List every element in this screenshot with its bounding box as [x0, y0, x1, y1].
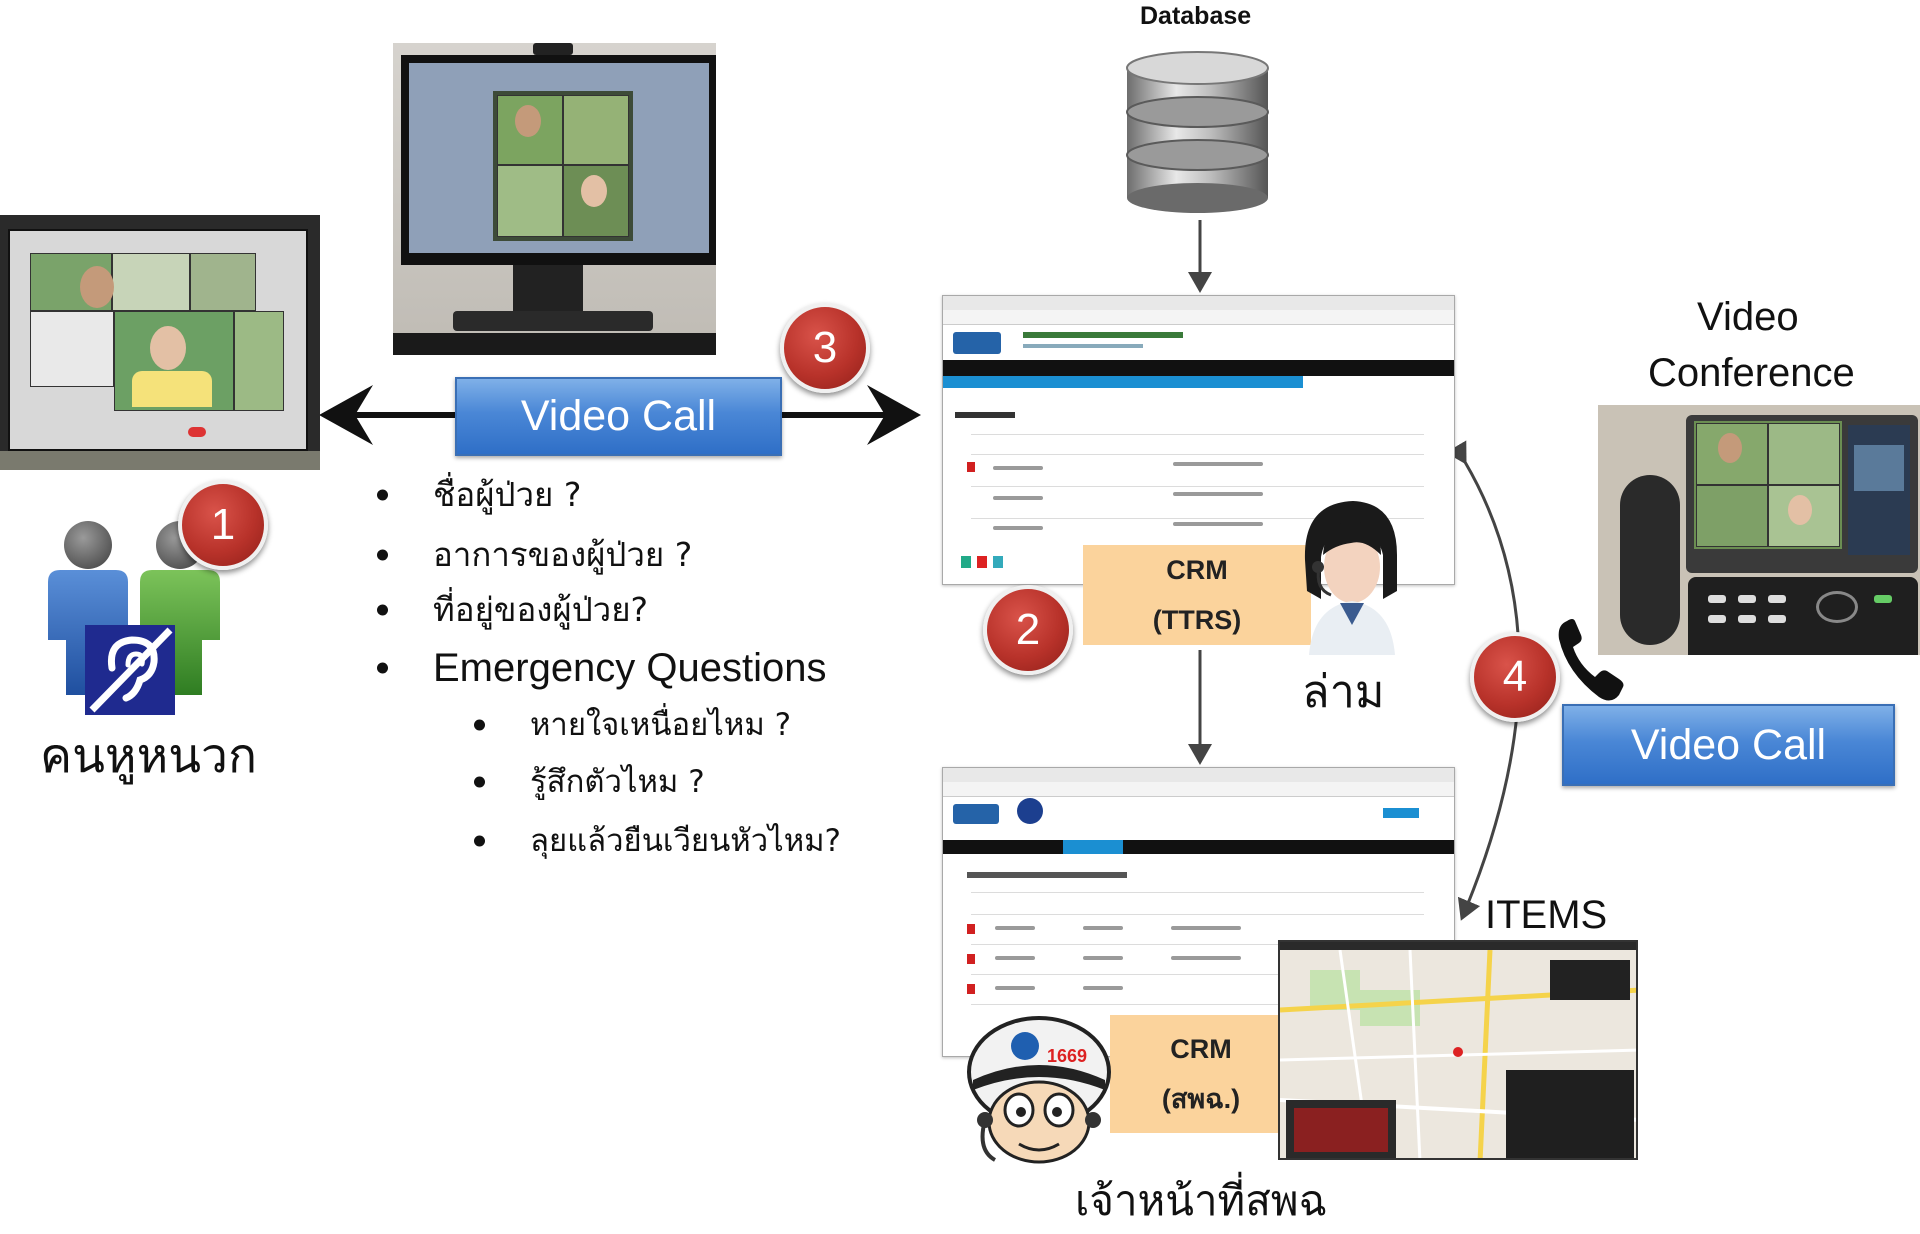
question-text: ที่อยู่ของผู้ป่วย?: [433, 590, 649, 629]
video-call-button-left: Video Call: [455, 377, 782, 456]
crm-nemsi-line1: CRM: [1170, 1034, 1232, 1064]
bullet-icon: [474, 776, 485, 788]
question-item: อาการของผู้ป่วย ?: [377, 530, 797, 580]
sub-question-text: หายใจเหนื่อยไหม ?: [530, 707, 792, 743]
bullet-icon: [474, 719, 485, 731]
sub-question-item: รู้สึกตัวไหม ?: [474, 757, 874, 807]
video-call-button-right: Video Call: [1562, 704, 1895, 786]
officer-label: เจ้าหน้าที่สพฉ: [1075, 1176, 1328, 1225]
sub-question-item: หายใจเหนื่อยไหม ?: [474, 700, 874, 750]
bullet-icon: [377, 489, 388, 501]
step-4-badge: 4: [1470, 632, 1560, 722]
monitor-video-call-photo: [393, 43, 716, 355]
question-text: ชื่อผู้ป่วย ?: [433, 475, 582, 514]
question-item: ที่อยู่ของผู้ป่วย?: [377, 585, 797, 635]
deaf-user-icon: [40, 520, 230, 715]
question-text: Emergency Questions: [433, 646, 827, 690]
bullet-icon: [377, 549, 388, 561]
officer-badge-text: 1669: [1047, 1046, 1087, 1066]
bullet-icon: [474, 835, 485, 847]
sub-question-item: ลุยแล้วยืนเวียนหัวไหม?: [474, 816, 874, 866]
step-2-badge: 2: [983, 585, 1073, 675]
crm-ttrs-box: CRM (TTRS): [1083, 545, 1311, 645]
database-icon: [1125, 50, 1270, 215]
question-item: ชื่อผู้ป่วย ?: [377, 470, 797, 520]
phone-handset-icon: [1553, 615, 1625, 705]
crm-nemsi-line2: (สพฉ.): [1161, 1084, 1241, 1114]
video-conference-label-line2: Conference: [1648, 351, 1855, 395]
items-label: ITEMS: [1485, 893, 1608, 937]
step-3-badge: 3: [780, 303, 870, 393]
officer-mascot-icon: 1669: [955, 1010, 1123, 1170]
video-conference-phone-photo: [1598, 405, 1920, 655]
bullet-icon: [377, 604, 388, 616]
question-item: Emergency Questions: [377, 643, 877, 693]
video-conference-label-line1: Video: [1697, 295, 1799, 339]
database-label: Database: [1140, 2, 1252, 30]
crm-ttrs-line2: (TTRS): [1152, 605, 1242, 635]
crm-nemsi-box: CRM (สพฉ.): [1110, 1015, 1292, 1133]
sub-question-text: ลุยแล้วยืนเวียนหัวไหม?: [530, 823, 842, 859]
crm-ttrs-line1: CRM: [1166, 555, 1228, 585]
interpreter-label: ล่าม: [1302, 665, 1385, 718]
deaf-user-label: คนหูหนวก: [40, 728, 258, 784]
step-1-badge: 1: [178, 480, 268, 570]
tablet-video-call-photo: [0, 215, 320, 470]
sub-question-text: รู้สึกตัวไหม ?: [530, 764, 705, 800]
items-map-screenshot: [1278, 940, 1638, 1160]
interpreter-avatar-icon: [1285, 495, 1415, 655]
question-text: อาการของผู้ป่วย ?: [433, 535, 693, 574]
bullet-icon: [377, 662, 388, 674]
